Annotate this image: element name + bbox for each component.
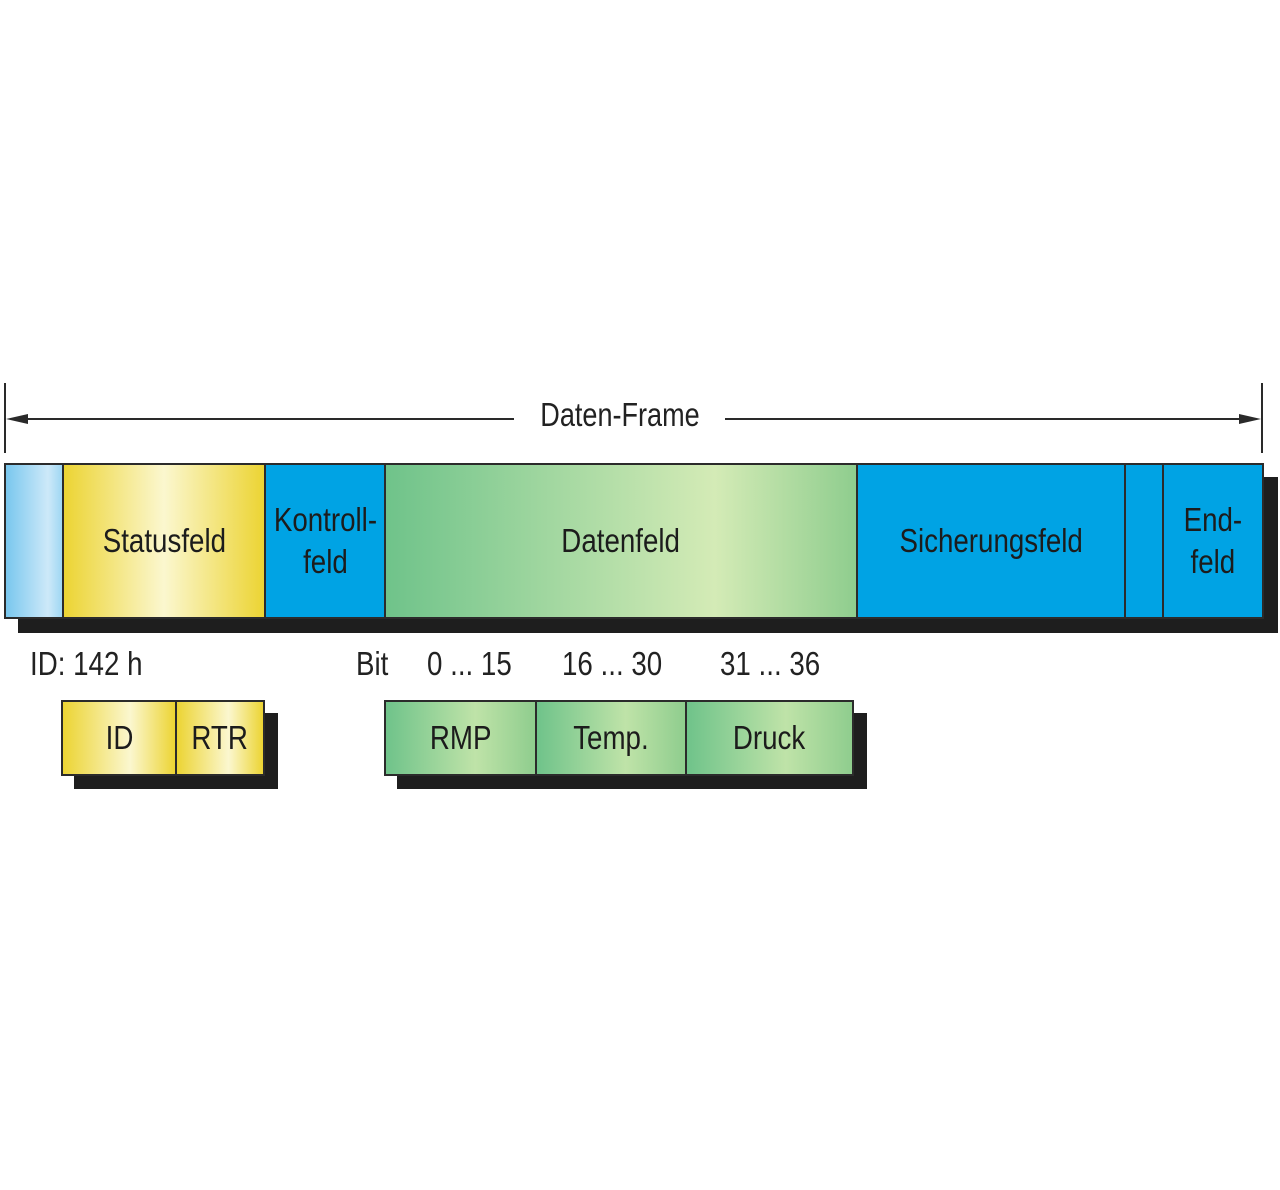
data-detail-druck: Druck — [687, 702, 852, 774]
bit-range-0: 0 ... 15 — [427, 645, 512, 682]
arrow-right-icon — [1239, 414, 1261, 424]
segment-endfeld: End- feld — [1164, 465, 1262, 617]
frame-title: Daten-Frame — [540, 396, 700, 433]
segment-kontrollfeld: Kontroll- feld — [266, 465, 386, 617]
frame-bar: Statusfeld Kontroll- feld Datenfeld Sich… — [4, 463, 1264, 619]
status-detail-bar: ID RTR — [61, 700, 265, 776]
status-detail-rtr: RTR — [177, 702, 263, 774]
frame-right-tick — [1261, 383, 1263, 453]
frame-dimension-line-right — [725, 418, 1240, 420]
segment-sicherungsfeld-label: Sicherungsfeld — [899, 522, 1083, 559]
segment-datenfeld-label: Datenfeld — [561, 522, 681, 559]
bit-label: Bit — [356, 645, 389, 682]
segment-sicherungsfeld: Sicherungsfeld — [858, 465, 1126, 617]
data-detail-bar: RMP Temp. Druck — [384, 700, 854, 776]
bit-range-2: 31 ... 36 — [720, 645, 821, 682]
segment-start-of-frame — [6, 465, 64, 617]
frame-left-tick — [4, 383, 6, 453]
id-value-label: ID: 142 h — [30, 645, 143, 682]
data-detail-temp: Temp. — [537, 702, 687, 774]
segment-statusfeld-label: Statusfeld — [102, 522, 226, 559]
bit-range-1: 16 ... 30 — [562, 645, 663, 682]
segment-kontrollfeld-label: Kontroll- feld — [273, 501, 377, 580]
segment-statusfeld: Statusfeld — [64, 465, 266, 617]
status-detail-id: ID — [63, 702, 177, 774]
arrow-left-icon — [6, 414, 28, 424]
frame-dimension-line-left — [26, 418, 514, 420]
segment-datenfeld: Datenfeld — [386, 465, 858, 617]
segment-ack — [1126, 465, 1164, 617]
segment-endfeld-label: End- feld — [1183, 501, 1243, 580]
data-detail-rmp: RMP — [386, 702, 537, 774]
